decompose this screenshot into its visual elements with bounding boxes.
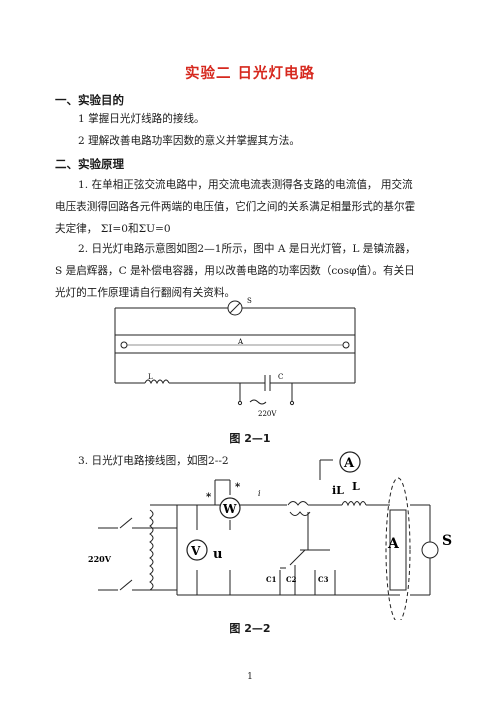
purpose-item-1: 1 掌握日光灯线路的接线。 xyxy=(78,113,205,125)
fig2-label-ammeter: A xyxy=(343,456,355,471)
fig2-label-il: iL xyxy=(332,484,344,497)
principle-paragraph-1-line-1: 1. 在单相正弦交流电路中，用交流电流表测得各支路的电流值， 用交流 xyxy=(78,179,413,191)
fig2-label-c3: C3 xyxy=(318,575,329,584)
fig2-star-2: * xyxy=(235,482,241,493)
tube-body xyxy=(389,509,407,591)
fig2-label-voltmeter: V xyxy=(190,544,201,558)
figure-2-1-caption: 图 2—1 xyxy=(229,432,271,445)
principle-paragraph-2-line-1: 2. 日光灯电路示意图如图2—1所示，图中 A 是日光灯管，L 是镇流器， xyxy=(78,243,416,255)
fig2-label-wattmeter: W xyxy=(222,502,237,516)
voltmeter-symbol xyxy=(186,539,208,561)
section-heading-purpose: 一、实验目的 xyxy=(55,93,124,107)
fig2-label-220v: 220V xyxy=(88,554,112,564)
principle-paragraph-2-line-2: S 是启辉器，C 是补偿电容器，用以改善电路的功率因数（cosφ值）。有关日 xyxy=(55,265,415,277)
lamp-pin-left xyxy=(120,341,128,349)
fig1-label-l: L xyxy=(148,373,153,381)
fig2-label-u: u xyxy=(213,547,222,562)
wattmeter-symbol xyxy=(219,497,241,519)
fig1-label-s: S xyxy=(247,297,252,305)
fig2-label-c1: C1 xyxy=(266,575,277,584)
fig2-label-i: i xyxy=(258,489,261,498)
section-heading-principle: 二、实验原理 xyxy=(55,157,124,171)
purpose-item-2: 2 理解改善电路功率因数的意义并掌握其方法。 xyxy=(78,135,300,147)
starter-symbol-2 xyxy=(421,541,439,559)
fig2-label-a: A xyxy=(387,536,400,552)
lamp-pin-right xyxy=(342,341,350,349)
figure-2-2-caption: 图 2—2 xyxy=(229,622,271,635)
principle-paragraph-2-line-3: 光灯的工作原理请自行翻阅有关资料。 xyxy=(55,287,236,299)
ammeter-symbol xyxy=(339,451,361,473)
page-number: 1 xyxy=(247,672,253,682)
principle-paragraph-1-line-2: 电压表测得回路各元件两端的电压值，它们之间的关系满足相量形式的基尔霍 xyxy=(55,201,416,213)
fig2-star-1: * xyxy=(206,492,212,503)
fig1-label-c: C xyxy=(278,373,283,381)
fig2-label-s: S xyxy=(442,533,452,549)
figure-2-1-circuit-diagram: S A L C 220V xyxy=(114,297,356,418)
fig2-label-l: L xyxy=(352,480,360,493)
principle-paragraph-1-line-3: 夫定律， ΣI=0和ΣU=0 xyxy=(55,223,171,235)
document-title: 实验二 日光灯电路 xyxy=(184,66,316,82)
principle-paragraph-3: 3. 日光灯电路接线图，如图2--2 xyxy=(78,455,229,467)
figure-2-2-wiring-diagram: A W V u i iL L A S 220V C1 C2 C3 * * xyxy=(88,451,452,620)
fig1-label-a: A xyxy=(237,338,244,346)
fig2-label-c2: C2 xyxy=(286,575,297,584)
fig1-label-220v: 220V xyxy=(258,410,277,418)
